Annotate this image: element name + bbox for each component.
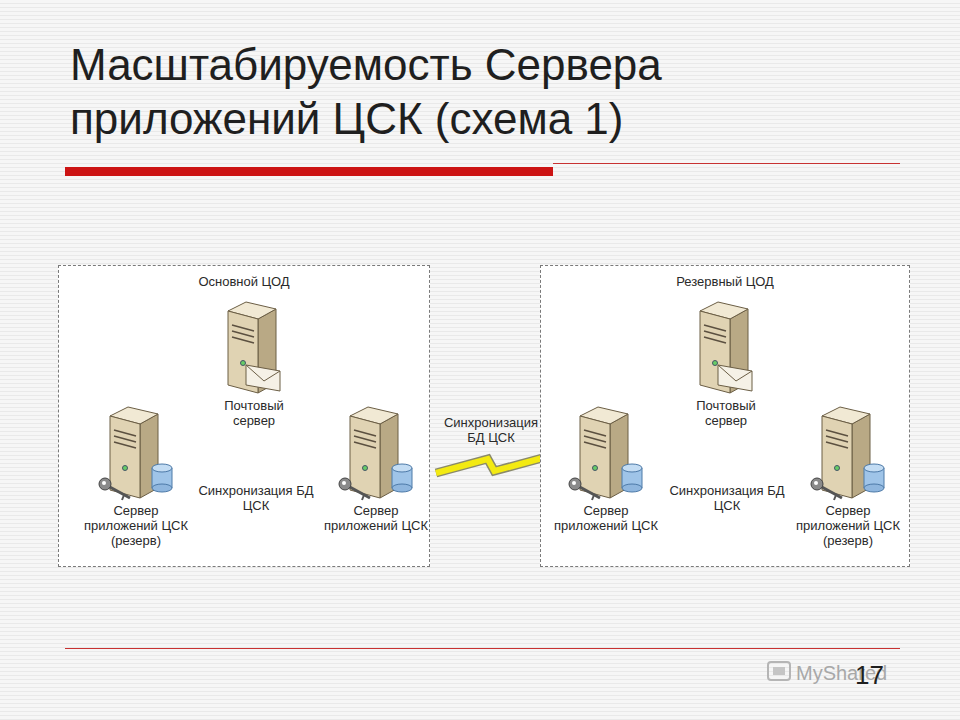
app-server-icon [566,406,646,502]
sync-bolt [436,457,546,473]
app-server: Сервер приложений ЦСК [316,406,436,536]
sync-label: Синхронизация БД ЦСК [667,483,787,515]
watermark-icon [768,662,790,680]
app-server-icon [96,406,176,502]
app-server-icon [808,406,888,502]
server-name: Сервер приложений ЦСК [546,502,666,536]
page-number: 17 [855,660,884,691]
footer-rule [65,648,900,649]
title-bar [65,167,553,176]
app-server: Сервер приложений ЦСК [546,406,666,536]
sync-label: Синхронизация БД ЦСК [196,483,316,515]
data-center-region: Основной ЦОД Почтовый серверСервер прилож… [58,265,430,567]
app-server: Сервер приложений ЦСК (резерв) [76,406,196,551]
mail-server-icon [214,301,294,397]
slide-title: Масштабируемость Сервера приложений ЦСК … [70,38,810,145]
data-center-region: Резервный ЦОД Почтовый серверСервер прило… [540,265,910,567]
app-server: Сервер приложений ЦСК (резерв) [788,406,908,551]
bolt-outline [436,457,546,473]
server-name: Почтовый сервер [674,397,778,431]
title-rule [553,163,900,164]
sync-label: Синхронизация БД ЦСК [436,415,546,447]
region-heading: Основной ЦОД [59,274,429,289]
server-name: Почтовый сервер [202,397,306,431]
server-name: Сервер приложений ЦСК (резерв) [788,502,908,551]
region-heading: Резервный ЦОД [541,274,909,289]
server-name: Сервер приложений ЦСК [316,502,436,536]
mail-server-icon [686,301,766,397]
app-server-icon [336,406,416,502]
server-name: Сервер приложений ЦСК (резерв) [76,502,196,551]
mail-server: Почтовый сервер [674,301,778,431]
mail-server: Почтовый сервер [202,301,306,431]
